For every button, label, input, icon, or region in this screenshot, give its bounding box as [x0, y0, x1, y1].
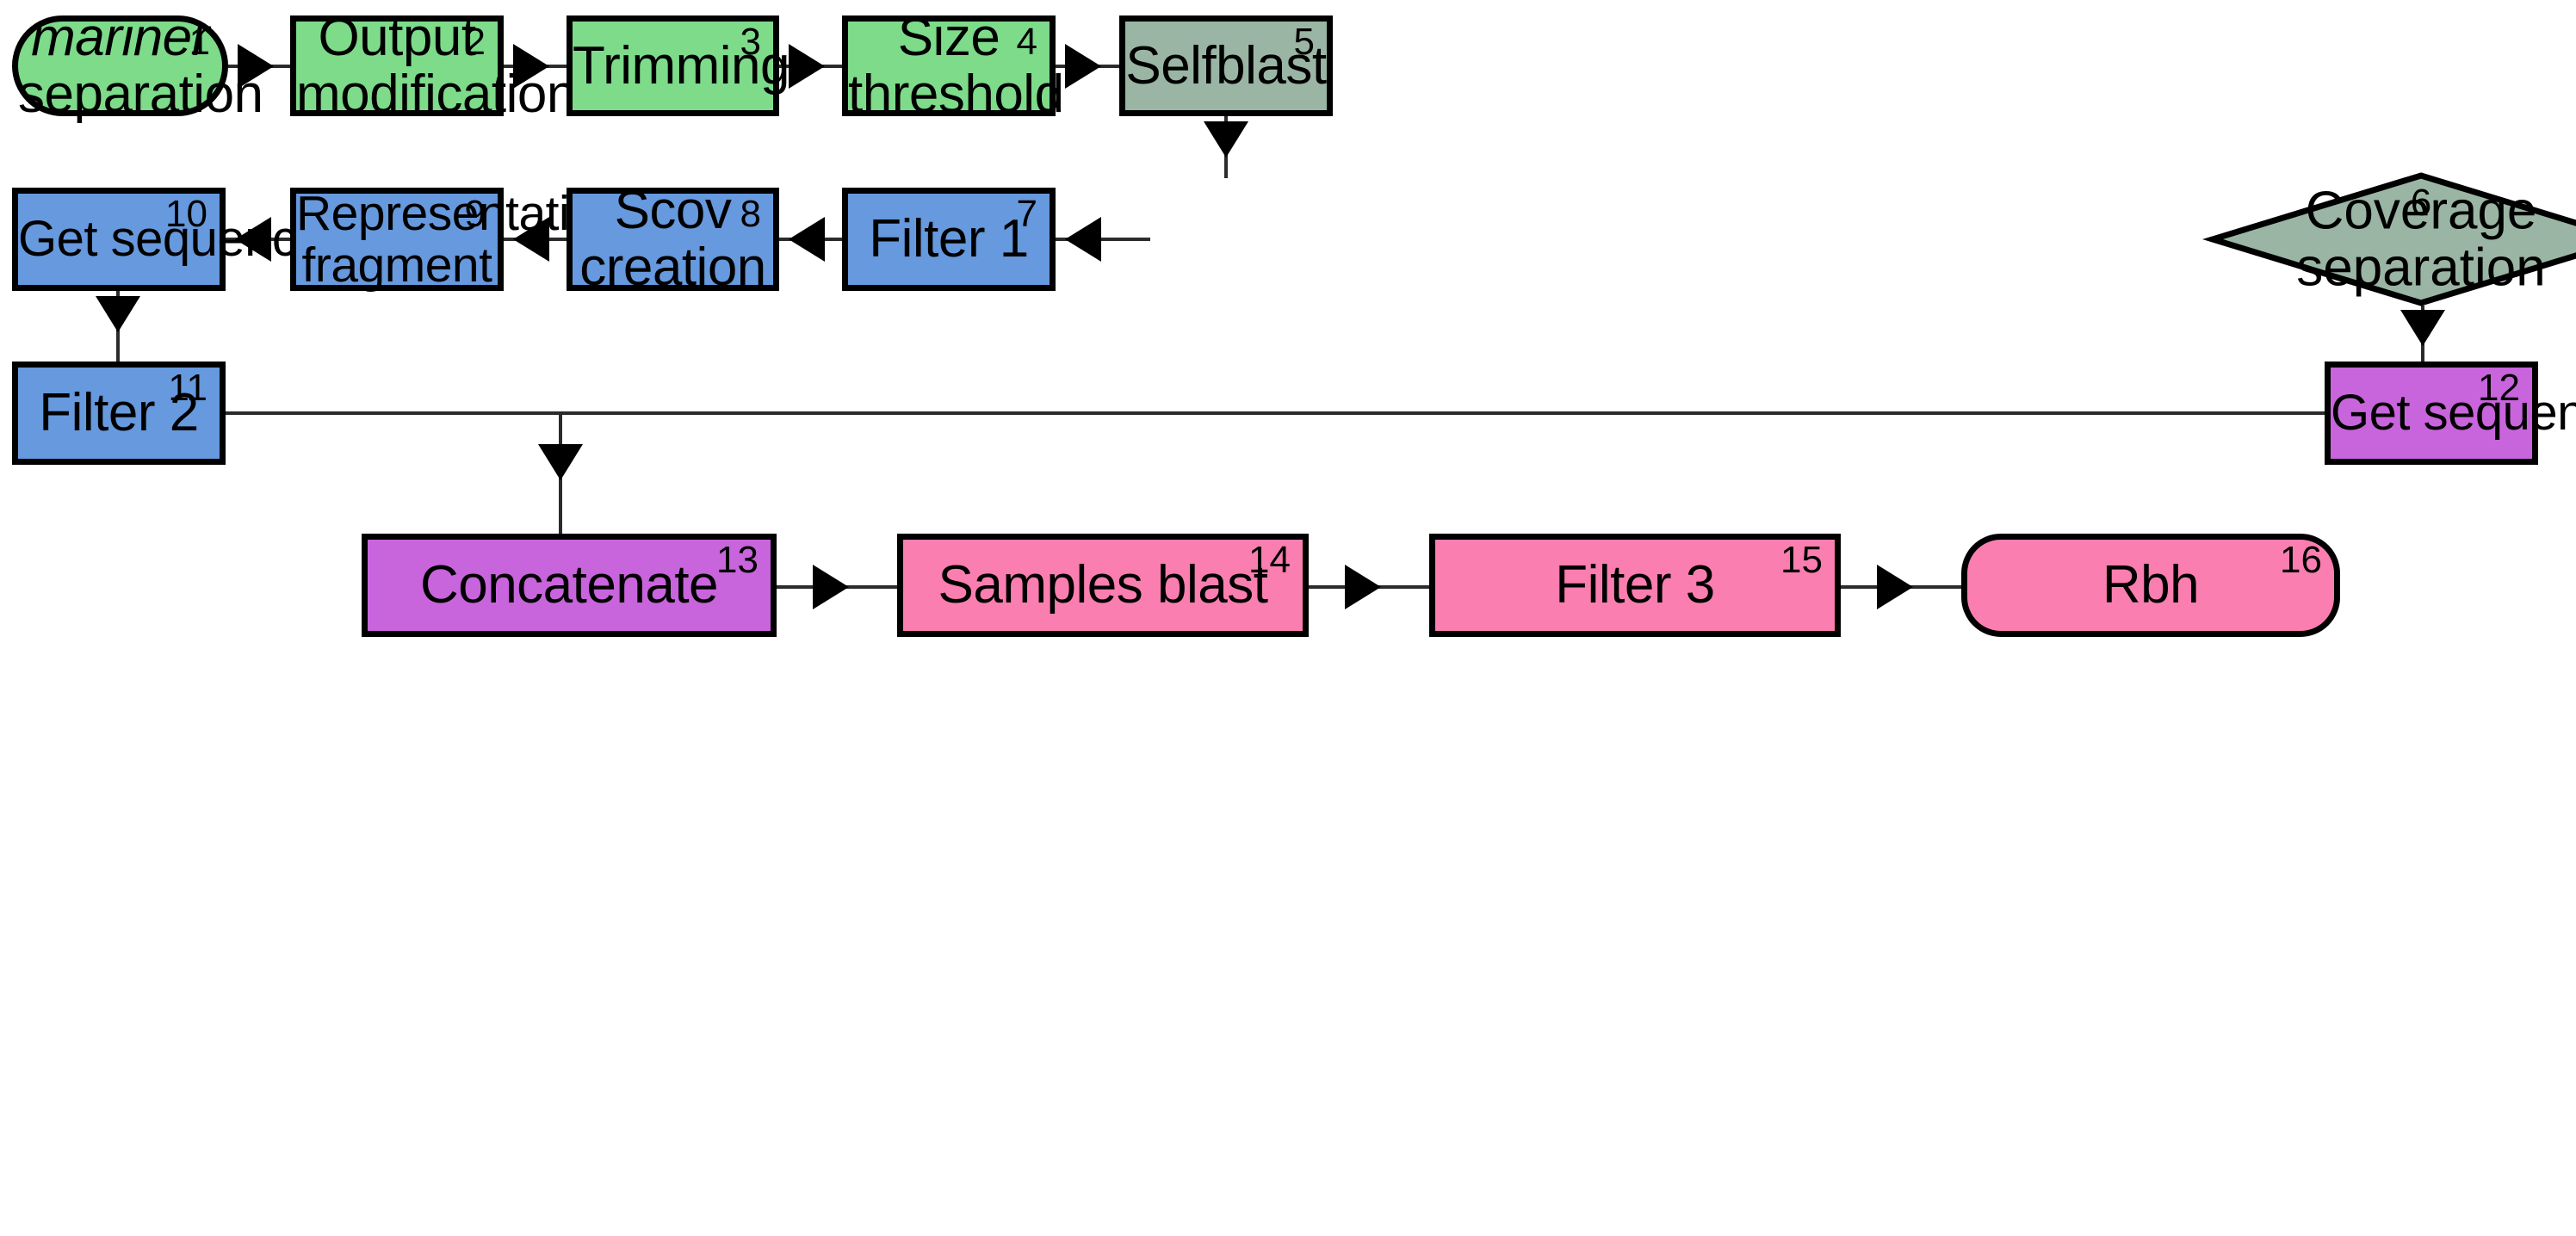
- node-5-label: Selfblast: [1125, 35, 1327, 96]
- node-15-number: 15: [1780, 539, 1823, 581]
- node-2-label: Output modification: [296, 7, 576, 124]
- edge-6-to-7-arrowhead: [1065, 217, 1101, 262]
- node-10-label: Get sequence: [18, 211, 325, 268]
- edge-5-to-6-arrowhead: [1204, 121, 1248, 158]
- node-6-coverage-separation[interactable]: 6 Coverage separation: [2202, 172, 2576, 306]
- node-3-label: Trimming: [573, 35, 790, 96]
- node-15-filter-3[interactable]: 15 Filter 3: [1429, 534, 1841, 637]
- edge-4-to-5-arrowhead: [1065, 44, 1101, 89]
- node-3-number: 3: [740, 21, 761, 63]
- edge-10-to-11-arrowhead: [96, 296, 140, 332]
- node-2-number: 2: [464, 21, 486, 63]
- node-13-concatenate[interactable]: 13 Concatenate: [362, 534, 777, 637]
- node-14-number: 14: [1248, 539, 1291, 581]
- node-12-number: 12: [2478, 367, 2520, 409]
- edge-7-to-8-arrowhead: [789, 217, 825, 262]
- node-10-get-sequence[interactable]: 10 Get sequence: [12, 188, 325, 291]
- node-6-diamond-shape: [2202, 172, 2576, 306]
- node-14-label: Samples blast: [938, 555, 1268, 615]
- node-8-number: 8: [740, 193, 761, 235]
- node-12-get-sequence[interactable]: 12 Get sequence: [2325, 362, 2576, 465]
- node-4-size-threshold[interactable]: 4 Size threshold: [842, 9, 1064, 122]
- node-16-label: Rbh: [2102, 555, 2200, 615]
- node-4-label: Size threshold: [848, 7, 1064, 124]
- node-5-number: 5: [1293, 21, 1315, 63]
- edge-6-to-7-line: [1056, 238, 1150, 241]
- node-11-number: 11: [168, 367, 207, 409]
- node-2-output-modification[interactable]: 2 Output modification: [290, 9, 576, 122]
- node-15-label: Filter 3: [1555, 555, 1715, 615]
- node-1-label-italic: mariner: [31, 7, 209, 67]
- edge-15-to-16-arrowhead: [1877, 565, 1913, 609]
- node-1-label-rest: separation: [18, 64, 263, 124]
- edge-11-to-13-arrowhead: [538, 444, 583, 480]
- node-12-label: Get sequence: [2331, 385, 2576, 442]
- node-8-label: Scov creation: [579, 181, 766, 297]
- edge-3-to-4-arrowhead: [789, 44, 825, 89]
- node-13-number: 13: [716, 539, 759, 581]
- edge-9-to-10-arrowhead: [235, 217, 271, 262]
- node-11-label: Filter 2: [39, 383, 199, 443]
- node-14-samples-blast[interactable]: 14 Samples blast: [897, 534, 1309, 637]
- edge-13-to-14-arrowhead: [813, 565, 849, 609]
- node-11-filter-2[interactable]: 11 Filter 2: [12, 362, 226, 465]
- node-13-label: Concatenate: [419, 555, 719, 615]
- node-16-rbh[interactable]: 16 Rbh: [1961, 534, 2340, 637]
- edge-14-to-15-arrowhead: [1345, 565, 1381, 609]
- edge-1-to-2-arrowhead: [238, 44, 274, 89]
- node-9-representative-fragment[interactable]: 9 Representative fragment: [290, 187, 621, 291]
- node-9-number: 9: [464, 193, 486, 235]
- edge-2-to-3-arrowhead: [513, 44, 549, 89]
- edge-8-to-9-arrowhead: [513, 217, 549, 262]
- edge-6-to-12-arrowhead: [2400, 310, 2445, 346]
- node-8-scov-creation[interactable]: 8 Scov creation: [567, 182, 779, 295]
- node-16-number: 16: [2280, 539, 2322, 581]
- node-1-number: 1: [189, 21, 210, 63]
- node-7-label: Filter 1: [869, 209, 1029, 269]
- node-3-trimming[interactable]: 3 Trimming: [567, 15, 790, 116]
- node-7-number: 7: [1016, 193, 1037, 235]
- node-4-number: 4: [1016, 21, 1037, 63]
- edge-11-to-12-line: [226, 411, 2325, 415]
- node-5-selfblast[interactable]: 5 Selfblast: [1119, 15, 1333, 116]
- node-7-filter-1[interactable]: 7 Filter 1: [842, 188, 1056, 291]
- node-10-number: 10: [165, 193, 207, 235]
- node-6-number: 6: [2410, 182, 2432, 224]
